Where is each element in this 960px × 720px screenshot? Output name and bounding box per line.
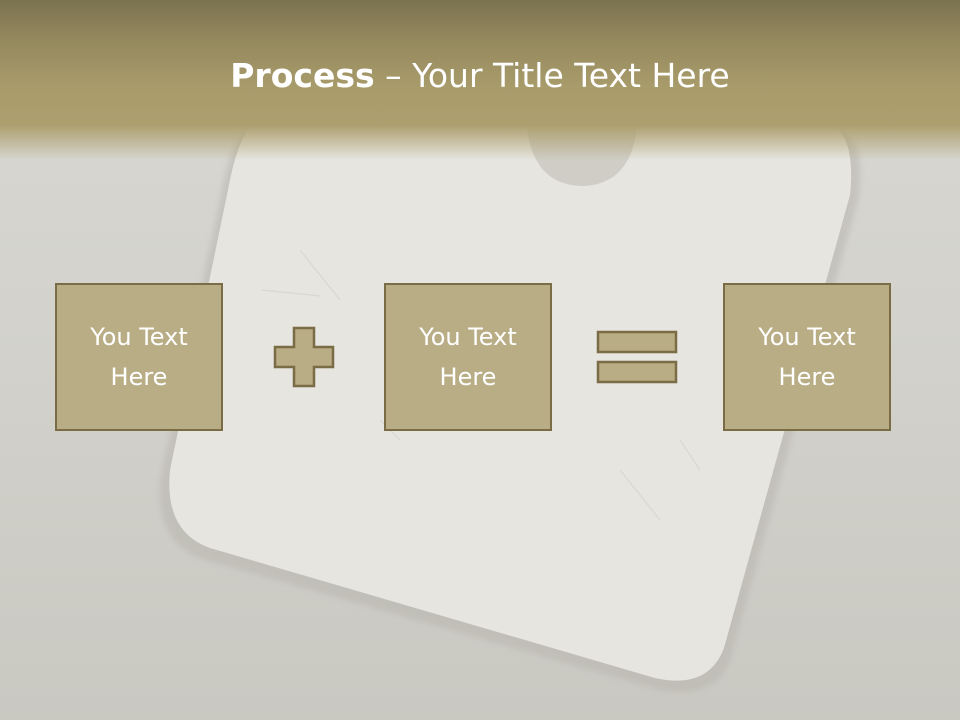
header-band: [0, 0, 960, 160]
text-box-3[interactable]: You Text Here: [723, 283, 891, 431]
slide-title: Process – Your Title Text Here: [0, 52, 960, 100]
text-box-1[interactable]: You Text Here: [55, 283, 223, 431]
text-box-line-2: Here: [110, 363, 168, 391]
text-box-line-1: You Text: [90, 323, 188, 351]
title-bold: Process: [230, 56, 375, 95]
equals-icon: [596, 330, 678, 384]
title-separator: –: [374, 56, 413, 95]
text-box-line-1: You Text: [758, 323, 856, 351]
text-box-line-1: You Text: [419, 323, 517, 351]
text-box-line-2: Here: [778, 363, 836, 391]
text-box-line-2: Here: [439, 363, 497, 391]
text-box-2[interactable]: You Text Here: [384, 283, 552, 431]
plus-icon: [273, 326, 335, 388]
title-text: Your Title Text Here: [412, 56, 730, 95]
